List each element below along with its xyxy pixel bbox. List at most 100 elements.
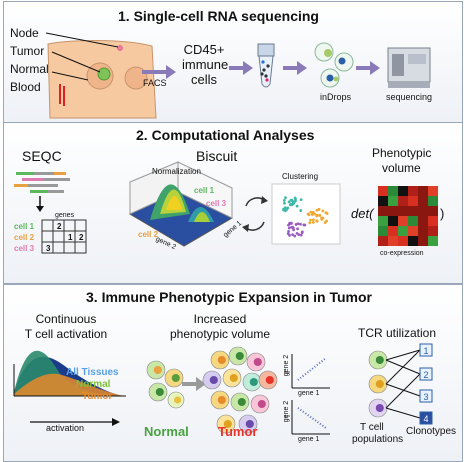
cluster-point	[299, 198, 303, 202]
cluster-point	[283, 201, 286, 205]
arrow-to-sequencing	[356, 61, 380, 75]
heatmap-cell	[428, 196, 438, 206]
clonotype-box	[419, 389, 433, 403]
clonotype-number: 1	[423, 346, 428, 356]
surface-label-cell1: cell 1	[194, 186, 215, 195]
panel2-graphics	[14, 161, 438, 254]
heatmap-cell	[428, 226, 438, 236]
matrix-cell: 2	[79, 233, 84, 242]
label-cd45-3: cells	[190, 72, 217, 87]
heatmap-cell	[398, 196, 408, 206]
nucleus-icon	[155, 387, 164, 397]
heatmap-cell	[428, 206, 438, 216]
sequencing-reads	[14, 172, 70, 193]
label-det-close: )	[440, 206, 445, 221]
cluster-point	[325, 219, 328, 223]
legend-tumor: Tumor	[82, 391, 113, 402]
cluster-point	[294, 223, 298, 226]
count-matrix-grid	[41, 219, 87, 254]
heatmap-cell	[378, 216, 388, 226]
nucleus-icon	[375, 403, 384, 413]
nucleus-icon	[223, 419, 232, 429]
heatmap-cell	[398, 186, 408, 196]
blood-vessel-icon	[59, 84, 65, 106]
legend-normal: Normal	[76, 379, 111, 390]
label-indrops: inDrops	[320, 92, 352, 102]
label-phenotypic-1: Phenotypic	[372, 146, 432, 160]
cluster-point	[308, 221, 312, 225]
clonotype-number: 4	[423, 414, 428, 424]
heatmap-cell	[388, 186, 398, 196]
nucleus-icon	[229, 373, 238, 383]
nucleus-icon	[265, 375, 274, 385]
cluster-point	[290, 225, 294, 229]
heatmap-cell	[418, 216, 428, 226]
cluster-point	[310, 213, 314, 216]
scatter-plot-top	[291, 354, 330, 389]
label-continuous-2: T cell activation	[24, 327, 108, 341]
cluster-point	[309, 218, 312, 222]
matrix-cell: 3	[46, 244, 51, 253]
label-seqc: SEQC	[22, 148, 62, 164]
cluster-point	[320, 217, 324, 221]
label-activation: activation	[46, 423, 85, 433]
heatmap-cell	[378, 226, 388, 236]
nucleus-icon	[375, 379, 384, 389]
heatmap-cell	[428, 186, 438, 196]
nucleus-icon	[174, 396, 182, 404]
heatmap-cell	[428, 236, 438, 246]
heatmap-cell	[398, 206, 408, 216]
label-tcell-1: T cell	[360, 422, 384, 433]
cluster-point	[306, 212, 310, 216]
cluster-point	[300, 230, 304, 234]
matrix-cell: 1	[68, 233, 73, 242]
heatmap-cell	[418, 236, 428, 246]
heatmap-cell	[388, 236, 398, 246]
label-tcell-2: populations	[352, 434, 404, 445]
normalization-surface	[128, 161, 234, 247]
sequencer-icon	[387, 47, 431, 88]
cluster-point	[317, 207, 321, 211]
label-normal: Normal	[10, 62, 49, 76]
cluster-point	[315, 208, 319, 212]
heatmap-cell	[408, 186, 418, 196]
label-normal-group: Normal	[144, 424, 189, 439]
scatter-bottom-xlabel: gene 1	[298, 436, 320, 443]
tumor-marker	[97, 67, 111, 81]
nucleus-icon	[209, 375, 218, 385]
heatmap-cell	[408, 196, 418, 206]
cluster-point	[287, 230, 290, 233]
cluster-point	[292, 201, 296, 205]
heatmap-cell	[378, 236, 388, 246]
panel1-title: 1. Single-cell RNA sequencing	[118, 8, 319, 24]
clonotype-box	[419, 343, 433, 357]
label-cd45-2: immune	[182, 57, 229, 72]
cluster-point	[287, 200, 291, 204]
cluster-point	[295, 204, 299, 208]
nucleus-icon	[245, 419, 254, 429]
panel2-title: 2. Computational Analyses	[136, 127, 315, 143]
nucleus-icon	[217, 395, 226, 405]
label-increased-1: Increased	[193, 312, 247, 326]
cluster-point	[284, 196, 287, 200]
tcr-cell-group	[368, 350, 388, 418]
heatmap-cell	[408, 236, 418, 246]
cluster-point	[287, 226, 291, 230]
nucleus-icon	[249, 377, 258, 387]
label-det: det(	[351, 206, 374, 221]
surface-label-cell2: cell 2	[138, 230, 159, 239]
arrow-facs	[142, 65, 176, 79]
node-marker	[117, 45, 123, 51]
nucleus-icon	[235, 351, 244, 361]
label-clustering: Clustering	[282, 172, 319, 181]
clonotype-box	[419, 411, 433, 425]
tube-icon	[257, 43, 275, 88]
heatmap-cell	[418, 186, 428, 196]
tumor-cell-group	[202, 346, 278, 434]
label-blood: Blood	[10, 80, 41, 94]
cluster-point	[295, 231, 299, 235]
label-biscuit: Biscuit	[196, 148, 238, 164]
panel1-graphics	[45, 32, 431, 119]
cluster-point	[302, 223, 306, 227]
